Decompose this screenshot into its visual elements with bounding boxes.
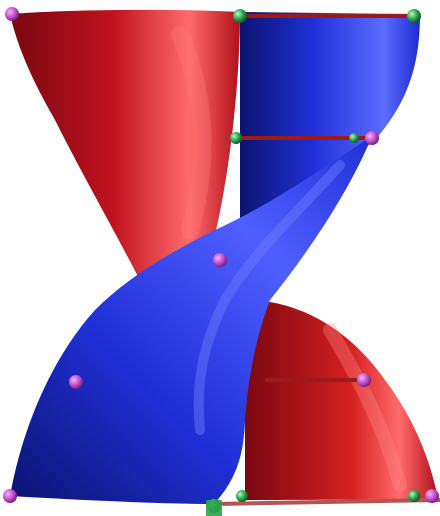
red-blade-lower [245,300,438,500]
joint-node [407,9,421,23]
blue-blade-upper [240,12,420,240]
joint-node [69,375,83,389]
red-blade-upper [10,9,240,300]
joint-node [408,490,420,502]
red-upper-highlight [171,26,212,239]
joint-node [357,373,371,387]
joint-node [425,489,439,503]
joint-node [236,490,248,502]
joint-node [213,253,227,267]
joint-node [233,9,247,23]
shaft [206,500,222,516]
red-lower-highlight [323,323,407,492]
blue-blade-highlight [193,160,345,435]
strut-bottom [213,498,440,506]
joint-node [349,133,359,143]
blue-blade-twist [10,136,372,504]
joint-node [3,489,17,503]
joint-node [230,132,242,144]
joint-node [5,7,19,21]
joint-node [365,131,379,145]
